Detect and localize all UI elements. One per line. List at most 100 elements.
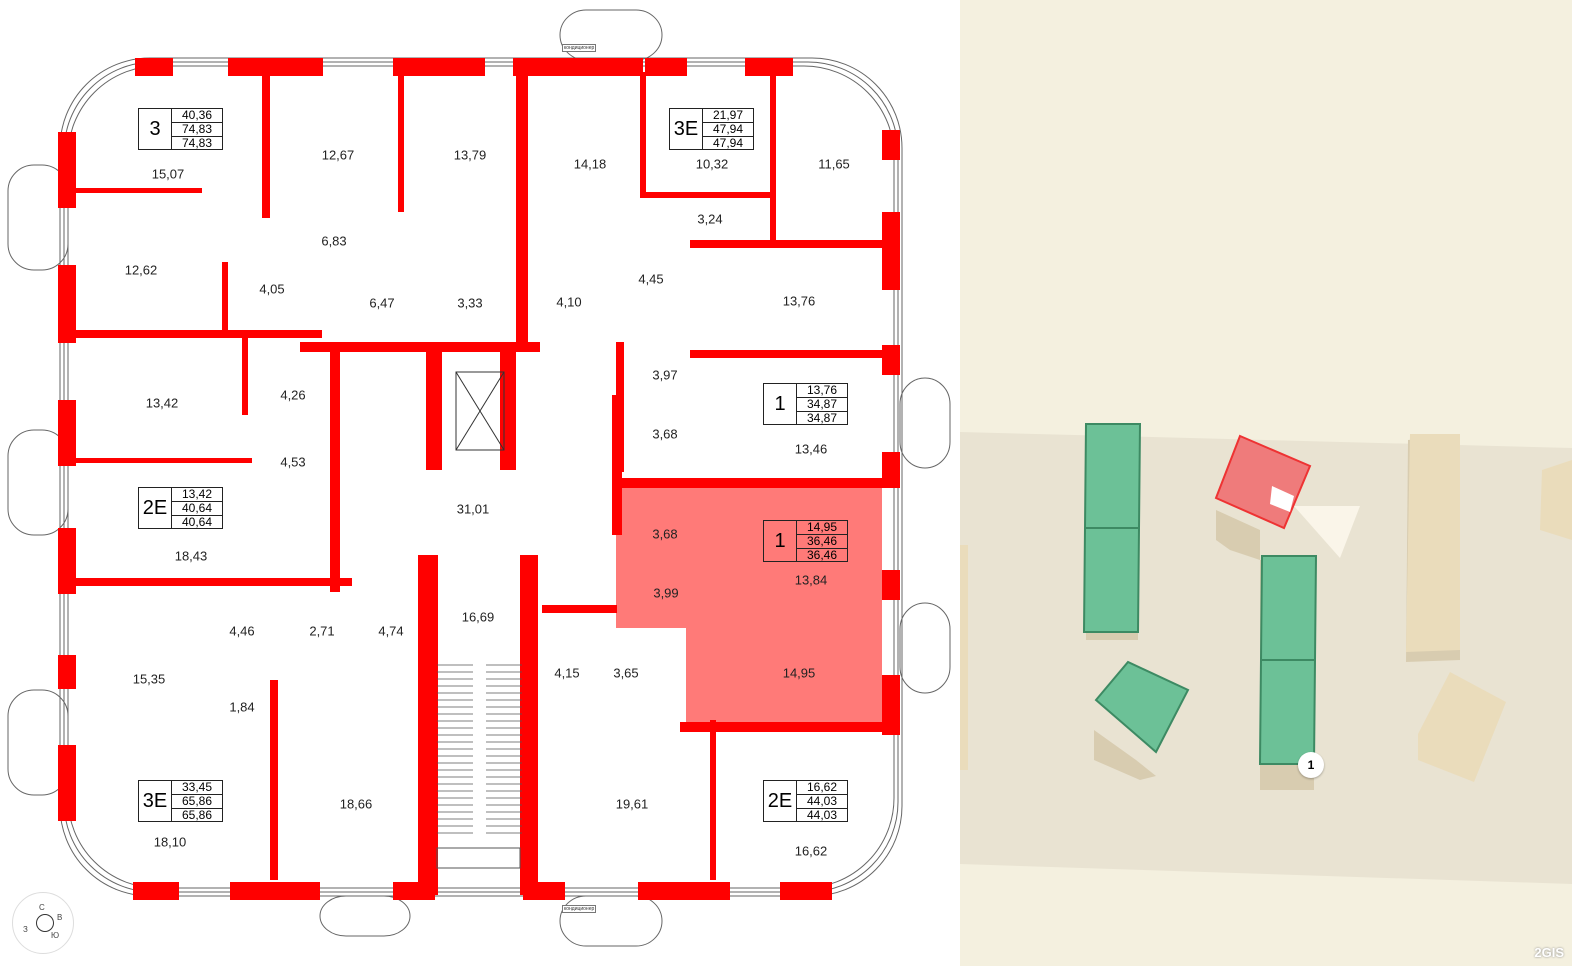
wall	[780, 882, 832, 900]
wall	[500, 345, 516, 470]
room-area: 13,76	[782, 293, 816, 309]
apartment-area: 34,87	[797, 398, 847, 412]
room-area: 4,53	[280, 454, 306, 470]
apartment-area: 14,95	[797, 521, 847, 535]
room-area: 3,99	[653, 585, 679, 601]
compass-west: З	[23, 925, 28, 934]
wall	[262, 72, 270, 218]
room-area: 16,69	[461, 609, 495, 625]
apartment-room-count: 1	[764, 521, 797, 561]
wall	[426, 345, 442, 470]
wall	[770, 72, 776, 242]
wall	[638, 882, 730, 900]
wall	[542, 605, 617, 613]
floor-plan-walls	[7, 9, 951, 947]
wall	[640, 192, 772, 198]
building[interactable]	[1258, 555, 1318, 790]
wall	[330, 342, 340, 592]
wall	[513, 58, 643, 76]
wall	[58, 745, 76, 821]
wall	[133, 882, 179, 900]
room-area: 14,18	[573, 156, 607, 172]
building[interactable]	[1082, 423, 1142, 640]
building[interactable]	[1094, 660, 1190, 780]
wall	[135, 58, 173, 76]
selected-building[interactable]	[1214, 434, 1360, 560]
apartment-area: 47,94	[712, 136, 744, 150]
wall	[58, 132, 76, 208]
selected-apartment[interactable]	[616, 484, 882, 722]
ac-label: кондиционер	[562, 905, 597, 913]
room-area: 6,83	[321, 233, 347, 249]
site-map[interactable]: 1 2GIS	[960, 0, 1572, 966]
room-area: 4,15	[554, 665, 580, 681]
wall	[882, 212, 900, 290]
room-area: 15,35	[132, 671, 166, 687]
room-area: 3,33	[457, 295, 483, 311]
wall	[882, 675, 900, 735]
wall	[393, 58, 485, 76]
wall	[228, 58, 323, 76]
wall	[72, 578, 352, 586]
building-marker[interactable]: 1	[1298, 752, 1324, 778]
room-area: 2,71	[309, 623, 335, 639]
building[interactable]	[960, 545, 968, 770]
room-area: 11,65	[818, 156, 850, 172]
room-area: 3,24	[697, 211, 723, 227]
wall	[710, 720, 716, 880]
wall	[72, 330, 322, 338]
wall	[418, 555, 438, 895]
wall	[72, 458, 252, 463]
compass-icon: С В Ю З	[12, 892, 74, 954]
apartment-area: 47,94	[703, 123, 753, 137]
room-area: 14,95	[782, 665, 816, 681]
apartment-room-count: 2Е	[764, 781, 797, 821]
wall	[58, 265, 76, 343]
apartment-area: 44,03	[806, 808, 838, 822]
apartment-room-count: 3Е	[139, 781, 172, 821]
wall	[645, 58, 687, 76]
room-area: 10,32	[695, 156, 729, 172]
room-area: 13,46	[794, 441, 828, 457]
wall	[882, 452, 900, 482]
compass-north: С	[39, 903, 45, 912]
apartment-room-count: 3Е	[670, 109, 703, 149]
compass-east: В	[57, 913, 63, 922]
wall	[690, 350, 890, 358]
wall	[882, 345, 900, 375]
room-area: 4,74	[378, 623, 404, 639]
room-area: 4,10	[556, 294, 582, 310]
room-area: 3,68	[652, 426, 678, 442]
room-area: 13,84	[794, 572, 828, 588]
room-area: 12,62	[124, 262, 158, 278]
site-map-canvas[interactable]	[960, 0, 1572, 966]
ac-label: кондиционер	[562, 44, 597, 52]
wall	[616, 342, 624, 472]
building[interactable]	[1418, 672, 1506, 782]
room-area: 1,84	[229, 699, 255, 715]
wall	[516, 58, 528, 348]
building[interactable]	[1540, 460, 1572, 540]
room-area: 12,67	[321, 147, 355, 163]
room-area: 3,65	[613, 665, 639, 681]
room-area: 3,68	[652, 526, 678, 542]
wall	[230, 882, 320, 900]
room-area: 4,45	[638, 271, 664, 287]
apartment-area: 40,64	[172, 502, 222, 516]
wall	[640, 72, 646, 197]
apartment-area: 33,45	[172, 781, 222, 795]
wall	[690, 240, 890, 248]
apartment-area: 65,86	[181, 808, 213, 822]
room-area: 18,43	[174, 548, 208, 564]
wall	[222, 262, 228, 332]
room-area: 19,61	[615, 796, 649, 812]
building[interactable]	[1406, 434, 1460, 662]
wall	[242, 335, 248, 415]
